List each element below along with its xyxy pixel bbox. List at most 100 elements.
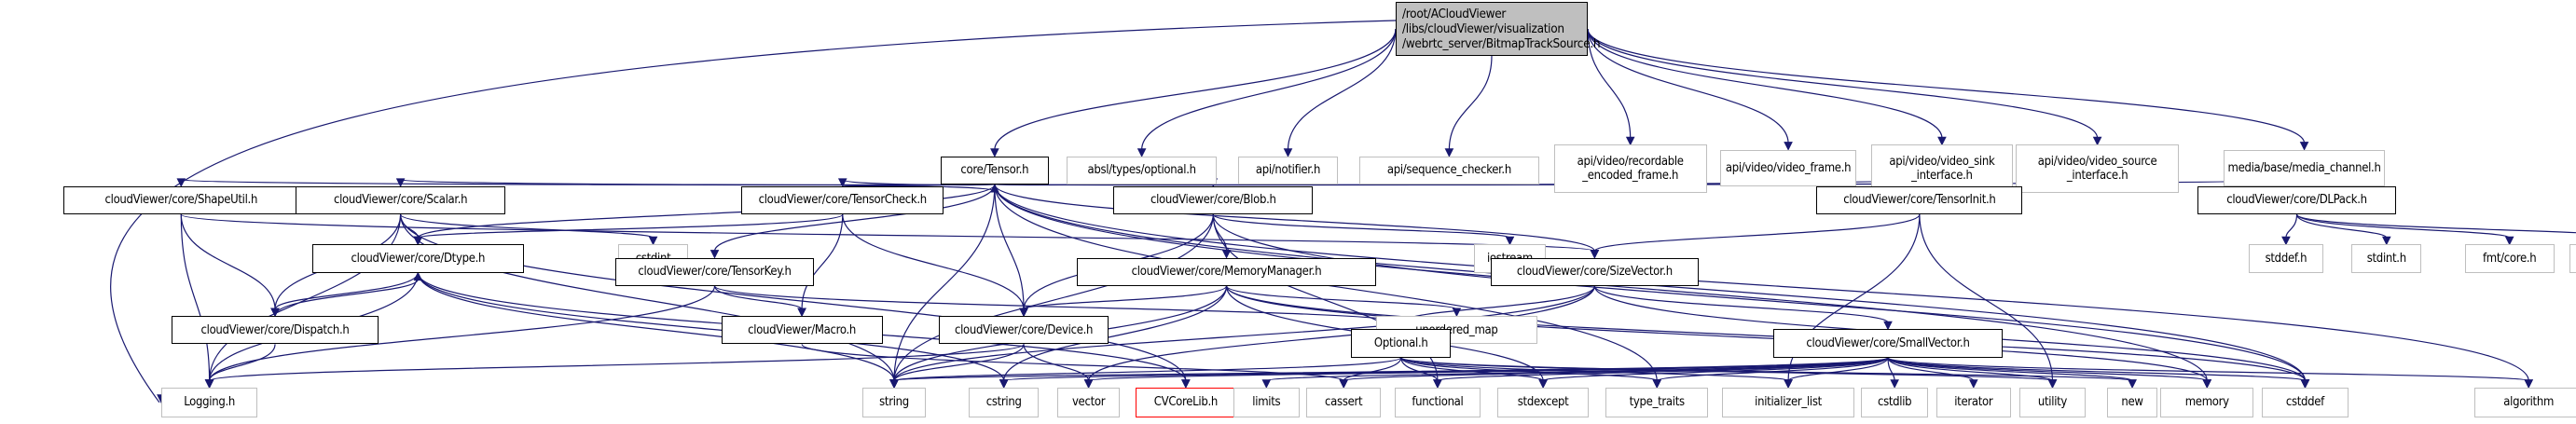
graph-edge bbox=[1593, 285, 1889, 323]
graph-node-device[interactable]: cloudViewer/core/Device.h bbox=[939, 316, 1109, 345]
graph-edge-arrowhead bbox=[1083, 379, 1094, 389]
graph-node-dtype[interactable]: cloudViewer/core/Dtype.h bbox=[312, 244, 524, 273]
graph-edge-arrowhead bbox=[2092, 136, 2102, 146]
graph-edge-arrowhead bbox=[797, 308, 806, 318]
graph-edge bbox=[842, 185, 996, 192]
graph-node-functional: functional bbox=[1394, 387, 1481, 417]
graph-edge bbox=[1225, 285, 2208, 381]
graph-node-root[interactable]: /root/ACloudViewer /libs/cloudViewer/vis… bbox=[1396, 2, 1601, 56]
graph-edge-arrowhead bbox=[999, 379, 1009, 389]
graph-edge bbox=[1225, 285, 2307, 381]
graph-edge-arrowhead bbox=[204, 379, 214, 389]
graph-node-rec-frame: api/video/recordable _encoded_frame.h bbox=[1553, 144, 1707, 193]
graph-node-cstring: cstring bbox=[969, 387, 1040, 417]
graph-node-sizevector[interactable]: cloudViewer/core/SizeVector.h bbox=[1490, 257, 1699, 286]
graph-edge bbox=[2295, 213, 2388, 239]
graph-edge bbox=[801, 343, 1344, 382]
graph-edge-arrowhead bbox=[1883, 321, 1893, 331]
graph-node-cstdlib: cstdlib bbox=[1861, 387, 1928, 417]
graph-edge-arrowhead bbox=[413, 271, 423, 281]
graph-edge bbox=[417, 213, 844, 239]
graph-edge bbox=[1437, 357, 1889, 382]
graph-edge bbox=[1587, 28, 1789, 144]
graph-edge bbox=[274, 272, 419, 310]
graph-edge-arrowhead bbox=[2281, 236, 2291, 246]
graph-edge bbox=[713, 285, 803, 310]
graph-node-tensor[interactable]: core/Tensor.h bbox=[940, 156, 1049, 185]
graph-node-tensorkey[interactable]: cloudViewer/core/TensorKey.h bbox=[614, 257, 815, 286]
graph-edge bbox=[842, 179, 996, 186]
graph-edge-arrowhead bbox=[1652, 379, 1662, 389]
graph-edge-arrowhead bbox=[1784, 379, 1793, 389]
graph-edge bbox=[1087, 285, 1595, 381]
graph-node-new: new bbox=[2107, 387, 2157, 417]
graph-edge bbox=[1787, 357, 1889, 382]
graph-edge bbox=[209, 343, 1025, 382]
graph-node-source-iface: api/video/video_source _interface.h bbox=[2016, 144, 2179, 193]
graph-edge-arrowhead bbox=[1181, 379, 1191, 389]
graph-node-cassert: cassert bbox=[1306, 387, 1382, 417]
graph-edge bbox=[893, 214, 1214, 381]
graph-node-shapeutil[interactable]: cloudViewer/core/ShapeUtil.h bbox=[62, 185, 299, 215]
graph-node-dlpack[interactable]: cloudViewer/core/DLPack.h bbox=[2197, 185, 2397, 215]
graph-edge bbox=[893, 285, 1595, 381]
graph-node-tensorcheck[interactable]: cloudViewer/core/TensorCheck.h bbox=[741, 185, 944, 215]
graph-edge-arrowhead bbox=[413, 236, 423, 246]
graph-node-tensorinit[interactable]: cloudViewer/core/TensorInit.h bbox=[1816, 185, 2023, 215]
graph-edge-arrowhead bbox=[648, 236, 658, 246]
graph-edge-arrowhead bbox=[2504, 236, 2514, 246]
graph-edge bbox=[417, 272, 895, 381]
graph-edge bbox=[209, 214, 402, 381]
graph-edge-arrowhead bbox=[1283, 148, 1293, 157]
graph-node-algorithm: algorithm bbox=[2474, 387, 2576, 417]
graph-edge-arrowhead bbox=[1452, 308, 1462, 318]
graph-edge-arrowhead bbox=[1444, 148, 1454, 157]
graph-edge-arrowhead bbox=[1261, 379, 1272, 389]
graph-edge bbox=[1887, 357, 1975, 382]
graph-edge bbox=[1587, 28, 2099, 139]
graph-edge bbox=[713, 285, 1402, 323]
graph-node-optional[interactable]: Optional.h bbox=[1351, 329, 1452, 358]
graph-edge bbox=[2295, 213, 2511, 239]
graph-node-dispatch[interactable]: cloudViewer/core/Dispatch.h bbox=[171, 316, 379, 345]
graph-edge bbox=[1587, 28, 1632, 139]
graph-edge bbox=[400, 214, 1187, 381]
graph-node-blob[interactable]: cloudViewer/core/Blob.h bbox=[1113, 185, 1314, 215]
graph-edge-arrowhead bbox=[1433, 379, 1442, 389]
graph-node-smallvector[interactable]: cloudViewer/core/SmallVector.h bbox=[1773, 329, 2003, 358]
graph-edge bbox=[1887, 357, 2307, 382]
graph-edge-arrowhead bbox=[1339, 379, 1349, 389]
graph-node-scalar[interactable]: cloudViewer/core/Scalar.h bbox=[296, 185, 505, 215]
graph-node-cvcorelib[interactable]: CVCoreLib.h bbox=[1135, 387, 1237, 417]
graph-edge-arrowhead bbox=[837, 178, 847, 187]
graph-node-macro[interactable]: cloudViewer/Macro.h bbox=[721, 316, 883, 345]
graph-edge bbox=[400, 214, 895, 381]
graph-edge bbox=[1587, 28, 2306, 144]
graph-edge-arrowhead bbox=[1538, 379, 1548, 389]
graph-edge bbox=[1287, 28, 1397, 150]
graph-edge bbox=[994, 185, 1025, 310]
graph-edge bbox=[274, 279, 419, 317]
graph-edge-arrowhead bbox=[1590, 250, 1600, 259]
graph-edge bbox=[1887, 357, 2054, 382]
graph-edge-arrowhead bbox=[889, 379, 899, 389]
graph-edge bbox=[1593, 213, 1921, 253]
graph-node-fmt-core: fmt/core.h bbox=[2464, 244, 2555, 273]
graph-node-stddef-h: stddef.h bbox=[2248, 244, 2324, 273]
graph-node-type-traits: type_traits bbox=[1605, 387, 1709, 417]
graph-edge bbox=[1141, 28, 1397, 150]
graph-edge bbox=[1400, 357, 1658, 382]
graph-edge bbox=[400, 213, 654, 239]
graph-node-vector: vector bbox=[1056, 387, 1121, 417]
graph-node-logging: Logging.h bbox=[160, 387, 258, 417]
graph-node-memmgr[interactable]: cloudViewer/core/MemoryManager.h bbox=[1077, 257, 1376, 286]
graph-edge-arrowhead bbox=[2299, 142, 2309, 151]
graph-edge bbox=[2285, 214, 2298, 239]
graph-edge-arrowhead bbox=[1505, 236, 1515, 246]
graph-node-sink-iface: api/video/video_sink _interface.h bbox=[1871, 144, 2013, 193]
graph-edge-arrowhead bbox=[990, 148, 999, 157]
graph-node-video-frame: api/video/video_frame.h bbox=[1719, 149, 1857, 186]
graph-edge-arrowhead bbox=[176, 178, 186, 187]
graph-edge-arrowhead bbox=[2524, 379, 2534, 389]
graph-edge bbox=[209, 344, 276, 381]
